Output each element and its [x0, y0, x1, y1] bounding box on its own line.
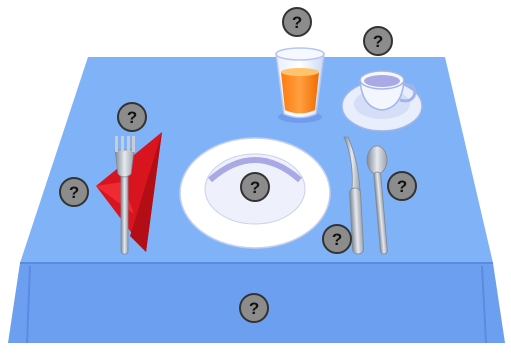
hotspot-spoon[interactable]: ? — [388, 172, 416, 200]
hotspot-tablecloth[interactable]: ? — [240, 294, 268, 322]
juice-glass — [276, 48, 324, 123]
hotspot-glass[interactable]: ? — [283, 8, 311, 36]
question-mark-icon: ? — [373, 32, 383, 51]
question-mark-icon: ? — [250, 178, 260, 197]
question-mark-icon: ? — [127, 108, 137, 127]
hotspot-knife[interactable]: ? — [323, 225, 351, 253]
hotspot-fork[interactable]: ? — [118, 103, 146, 131]
question-mark-icon: ? — [332, 230, 342, 249]
hotspot-napkin[interactable]: ? — [60, 178, 88, 206]
hotspot-plate[interactable]: ? — [241, 173, 269, 201]
hotspot-teacup[interactable]: ? — [364, 27, 392, 55]
question-mark-icon: ? — [292, 13, 302, 32]
question-mark-icon: ? — [249, 299, 259, 318]
question-mark-icon: ? — [69, 183, 79, 202]
question-mark-icon: ? — [397, 177, 407, 196]
